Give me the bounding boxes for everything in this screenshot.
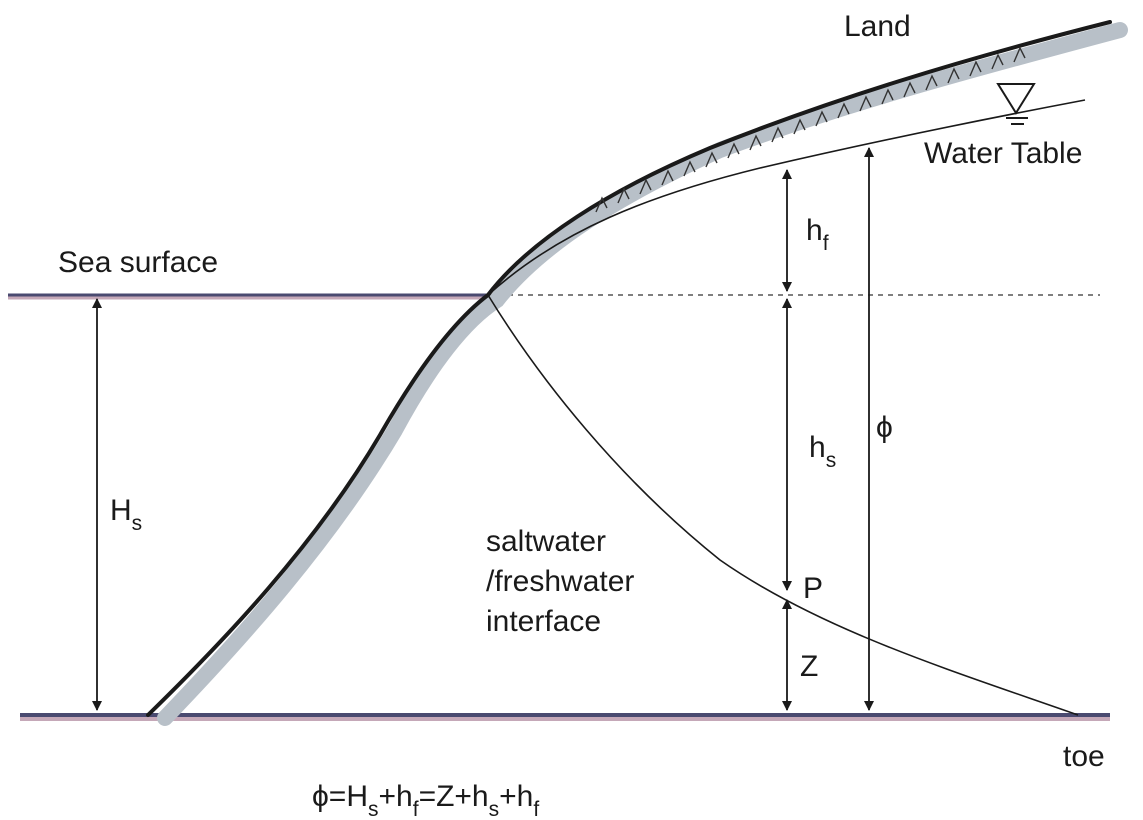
land-hatching bbox=[595, 46, 1026, 213]
Hs-label: Hs bbox=[110, 494, 142, 535]
interface-label-line1: saltwater bbox=[486, 525, 606, 558]
aquifer-base-line bbox=[20, 713, 1110, 721]
ground-surface bbox=[146, 20, 1112, 717]
interface-label-line2: /freshwater bbox=[486, 565, 634, 598]
phi-label: ϕ bbox=[876, 411, 893, 444]
saltwater-freshwater-interface-curve bbox=[487, 294, 1079, 716]
water-table-line bbox=[487, 99, 1086, 296]
ground-surface-shadow bbox=[157, 22, 1128, 726]
toe-label: toe bbox=[1063, 740, 1105, 773]
hf-label: hf bbox=[806, 214, 829, 255]
land-label: Land bbox=[844, 10, 911, 43]
sea-surface-line bbox=[8, 293, 488, 300]
water-table-marker-icon bbox=[996, 83, 1036, 125]
interface-label-line3: interface bbox=[486, 605, 601, 638]
water-table-label: Water Table bbox=[924, 137, 1082, 170]
point-p-label: P bbox=[803, 572, 823, 605]
sea-surface-label: Sea surface bbox=[58, 246, 218, 279]
z-label: Z bbox=[800, 650, 818, 683]
ghyben-herzberg-equation: ϕ=Hs+hf=Z+hs+hf bbox=[312, 780, 539, 820]
hs-label: hs bbox=[809, 431, 836, 472]
